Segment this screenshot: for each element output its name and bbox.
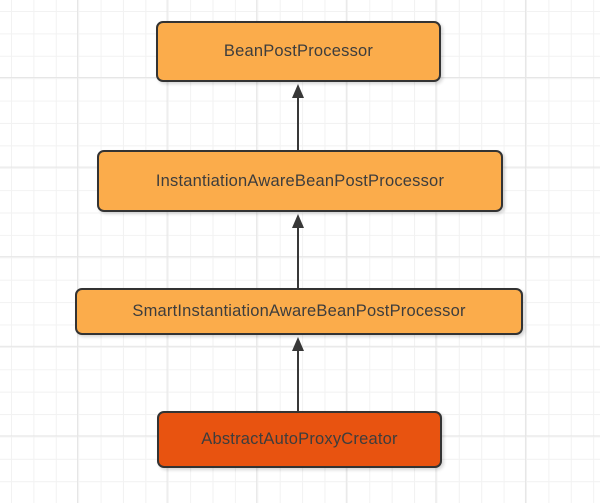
- edge-line: [296, 349, 300, 411]
- node-label: BeanPostProcessor: [223, 42, 374, 60]
- edge-line: [296, 226, 300, 288]
- node-label: InstantiationAwareBeanPostProcessor: [155, 171, 445, 190]
- node-label: AbstractAutoProxyCreator: [201, 430, 398, 448]
- edge-smartinstantiationaware-to-instantiationaware[interactable]: [292, 214, 304, 288]
- node-instantiationawarebeanpostprocessor[interactable]: InstantiationAwareBeanPostProcessor: [97, 150, 503, 212]
- node-beanpostprocessor[interactable]: BeanPostProcessor: [156, 21, 441, 82]
- edge-instantiationaware-to-beanpostprocessor[interactable]: [292, 84, 304, 150]
- node-smartinstantiationawarebeanpostprocessor[interactable]: SmartInstantiationAwareBeanPostProcessor: [75, 288, 523, 335]
- arrowhead-up-icon: [292, 337, 304, 351]
- node-abstractautoproxycreator[interactable]: AbstractAutoProxyCreator: [157, 411, 442, 468]
- arrowhead-up-icon: [292, 214, 304, 228]
- arrowhead-up-icon: [292, 84, 304, 98]
- edge-abstractautoproxycreator-to-smartinstantiationaware[interactable]: [292, 337, 304, 411]
- edge-line: [296, 96, 300, 150]
- node-label: SmartInstantiationAwareBeanPostProcessor: [132, 302, 466, 320]
